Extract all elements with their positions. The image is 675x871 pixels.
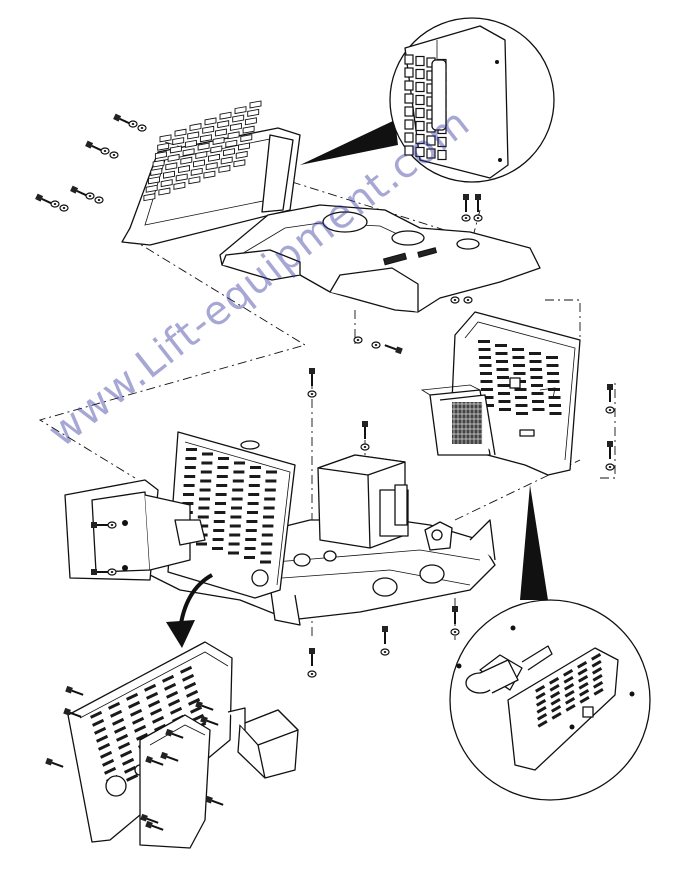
housing-fasteners: [353, 194, 483, 355]
air-filter-element: [420, 384, 496, 456]
frame-bolts: [91, 368, 615, 678]
hinge-plate: [64, 479, 206, 581]
grille-bolts: [35, 113, 147, 212]
rear-grille-panel: [121, 100, 301, 246]
top-cover-housing: [219, 204, 541, 313]
grille-latch-detail: [300, 17, 555, 183]
latch-assembly: [424, 521, 453, 551]
left-door-panel: [167, 431, 296, 599]
opened-door-detail: [67, 641, 299, 849]
hydraulic-tank: [317, 454, 409, 549]
panel-actuator-detail: [449, 485, 651, 801]
rotation-arrow: [166, 573, 214, 648]
opened-door-bolts: [45, 685, 224, 831]
